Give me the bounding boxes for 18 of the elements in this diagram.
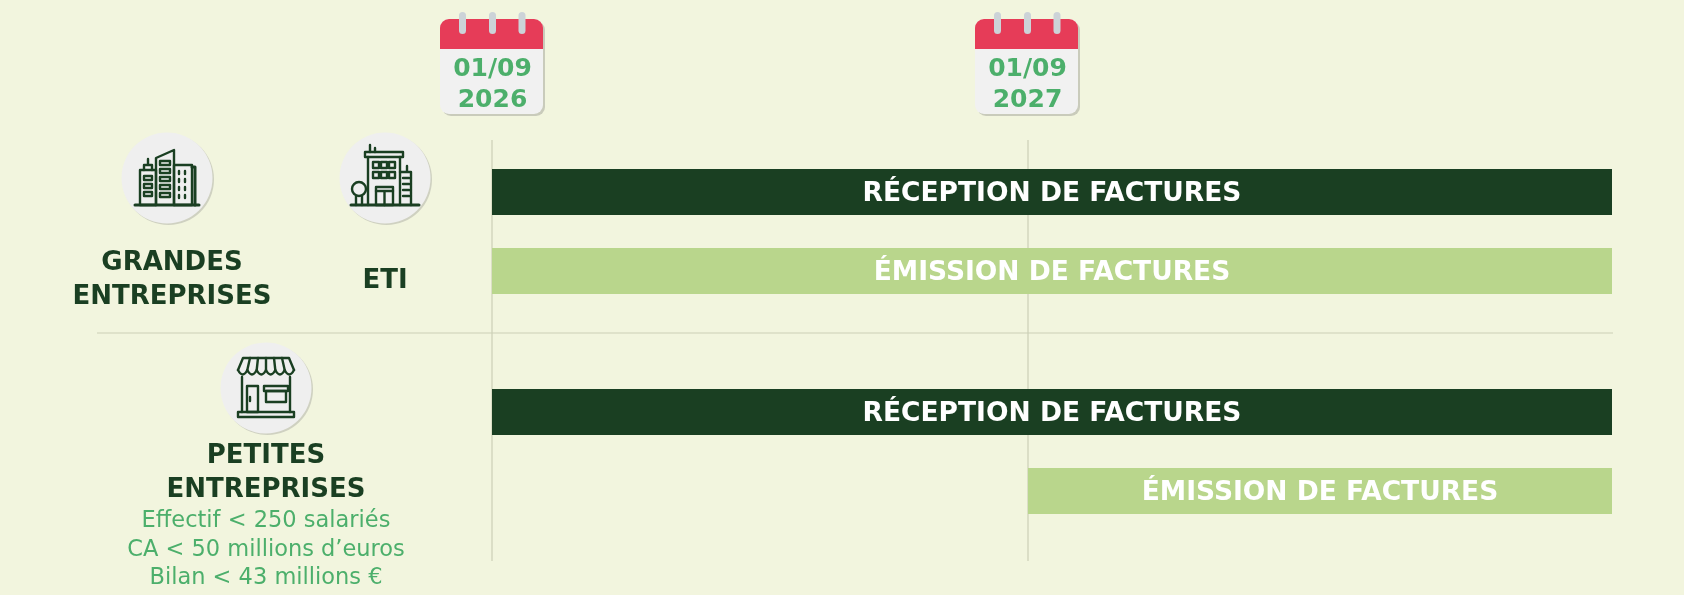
timeline-bar — [1028, 468, 1612, 514]
bar-label: ÉMISSION DE FACTURES — [873, 256, 1231, 286]
date-label: 01/09 2027 — [987, 52, 1068, 114]
company-category: PETITES ENTREPRISES — [165, 438, 367, 505]
timeline-bar — [492, 389, 1612, 435]
company-category: ETI — [361, 263, 409, 296]
bar-label: ÉMISSION DE FACTURES — [1141, 476, 1499, 506]
calendar — [440, 12, 545, 116]
company-category: GRANDES ENTREPRISES — [71, 245, 273, 312]
timeline-bar — [492, 248, 1612, 294]
timeline-bar — [492, 169, 1612, 215]
bar-label: RÉCEPTION DE FACTURES — [862, 177, 1242, 207]
calendar — [975, 12, 1080, 116]
size-criterion: Effectif < 250 salariés — [141, 505, 391, 534]
size-criterion: CA < 50 millions d’euros — [127, 533, 405, 562]
size-criterion: Bilan < 43 millions € — [149, 562, 383, 591]
date-label: 01/09 2026 — [452, 52, 533, 114]
bar-label: RÉCEPTION DE FACTURES — [862, 397, 1242, 427]
